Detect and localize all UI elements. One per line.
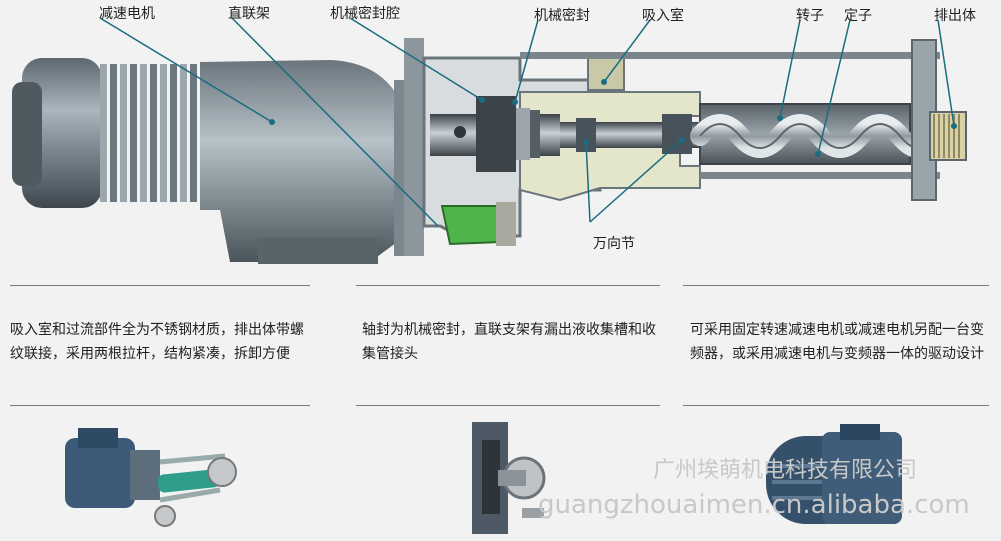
label-discharge: 排出体	[934, 8, 976, 24]
feature-text-1: 吸入室和过流部件全为不锈钢材质，排出体带螺纹联接，采用两根拉杆，结构紧凑，拆卸方…	[10, 322, 304, 362]
tie-rod-bottom	[700, 172, 940, 179]
label-suction: 吸入室	[642, 8, 684, 24]
universal-joint-1	[576, 118, 596, 152]
divider	[683, 285, 989, 286]
leader-lines	[99, 17, 955, 227]
label-seal-chamber: 机械密封腔	[330, 6, 400, 22]
divider	[683, 405, 989, 406]
motor-cooling-fins	[100, 64, 197, 202]
gearbox-foot	[258, 238, 378, 264]
label-bracket: 直联架	[228, 6, 270, 22]
divider	[10, 285, 310, 286]
suction-port	[587, 55, 625, 91]
divider	[10, 405, 310, 406]
drain-connector	[496, 202, 516, 246]
label-motor: 减速电机	[99, 6, 155, 22]
mechanical-seal	[476, 96, 540, 172]
universal-joint-2	[662, 114, 692, 154]
motor-thumbnail	[766, 424, 902, 524]
seal-thumbnail	[472, 422, 546, 534]
divider	[356, 405, 660, 406]
label-mech-seal: 机械密封	[534, 8, 590, 24]
motor-fan-cover	[12, 58, 102, 208]
drain-trough	[440, 205, 502, 246]
feature-text-2: 轴封为机械密封，直联支架有漏出液收集槽和收集管接头	[362, 322, 656, 362]
rotor-helix	[690, 114, 940, 158]
label-ujoint: 万向节	[593, 236, 635, 252]
watermark-company: 广州埃萌机电科技有限公司	[653, 458, 918, 483]
label-rotor: 转子	[796, 8, 824, 24]
label-stator: 定子	[844, 8, 872, 24]
tie-rod-top	[520, 52, 940, 59]
divider	[356, 285, 660, 286]
watermark-url: guangzhouaimen.cn.alibaba.com	[538, 490, 970, 520]
gearbox-housing	[200, 60, 400, 262]
pump-thumbnail	[65, 428, 237, 527]
feature-text-3: 可采用固定转速减速电机或减速电机另配一台变频器，或采用减速电机与变频器一体的驱动…	[690, 322, 984, 362]
